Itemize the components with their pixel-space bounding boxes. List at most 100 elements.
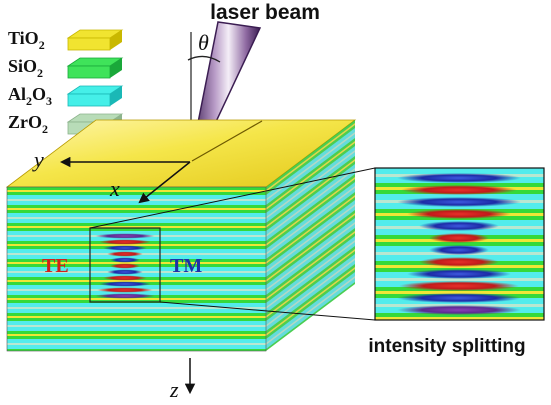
inset-connector-bottom: [159, 301, 376, 321]
tm-label: TM: [170, 255, 202, 277]
inset-connector-top: [89, 167, 376, 229]
front-layer-stripe: [7, 309, 266, 314]
inset-intensity-ellipse: [397, 293, 521, 303]
right-layer-stripe: [266, 215, 355, 286]
angle-theta-label: θ: [198, 30, 209, 55]
mode-intensity-ellipse: [107, 251, 143, 257]
front-layer-stripe: [7, 255, 266, 260]
front-layer-stripe: [7, 291, 266, 296]
right-layer-stripe: [266, 233, 355, 304]
right-layer-stripe: [266, 276, 355, 346]
right-layer-stripe: [266, 141, 355, 211]
mode-ellipses: [95, 233, 155, 299]
front-layer-stripe: [7, 195, 266, 200]
front-layer-stripe: [7, 201, 266, 206]
mode-region-box: [89, 227, 161, 303]
inset-intensity-ellipse: [401, 185, 517, 195]
axes-group: y x z: [32, 147, 196, 402]
x-axis-label: x: [109, 176, 120, 201]
right-layer-stripe: [266, 159, 355, 229]
front-layer-stripe: [7, 339, 266, 344]
legend-swatch-side: [110, 86, 122, 106]
right-layer-stripe: [266, 128, 355, 200]
right-layer-stripe: [266, 125, 355, 196]
right-layer-stripe: [266, 132, 355, 202]
front-layer-stripe: [7, 210, 266, 214]
inset-caption: intensity splitting: [368, 336, 525, 357]
front-layer-stripe: [7, 280, 266, 283]
right-layer-stripe: [266, 120, 355, 191]
mode-intensity-ellipse: [99, 239, 151, 245]
right-layer-stripe: [266, 272, 355, 344]
mode-intensity-ellipse: [95, 293, 155, 299]
inset-layer-stripe: [375, 291, 544, 295]
right-layer-stripe: [266, 236, 355, 308]
right-layer-stripe: [266, 258, 355, 328]
legend-swatch-front: [67, 65, 111, 79]
right-layer-stripe: [266, 269, 355, 340]
legend-item: SiO2: [8, 56, 124, 80]
inset-intensity-ellipse: [407, 209, 511, 219]
front-layer-stripe: [7, 192, 266, 196]
front-layer-stripe: [7, 316, 266, 319]
front-layer-stripe: [7, 228, 266, 232]
inset-frame: [374, 167, 545, 321]
right-layer-stripe: [266, 282, 355, 351]
inset-intensity-ellipse: [419, 257, 499, 267]
right-layer-stripe: [266, 267, 355, 337]
right-layer-stripe: [266, 170, 355, 242]
legend-label: TiO2: [8, 28, 45, 52]
right-layer-stripe: [266, 254, 355, 326]
front-layer-stripe: [7, 219, 266, 224]
inset-intensity-ellipses: [397, 173, 521, 315]
right-layer-stripe: [266, 138, 355, 209]
legend-label: Al2O3: [8, 84, 52, 108]
front-layer-stripe: [7, 349, 266, 351]
right-layer-stripe: [266, 260, 355, 332]
mode-intensity-ellipse: [110, 257, 140, 263]
front-layer-stripe: [7, 190, 266, 193]
right-layer-stripe: [266, 123, 355, 193]
legend-label: ZrO2: [8, 112, 48, 136]
front-layer-stripe: [7, 331, 266, 335]
right-layer-stripe: [266, 264, 355, 335]
front-layer-stripe: [7, 354, 266, 357]
right-layer-stripe: [266, 213, 355, 283]
front-layer-stripe: [7, 223, 266, 227]
mode-intensity-ellipse: [110, 263, 140, 269]
right-face-shade: [266, 120, 355, 351]
inset-intensity-ellipse: [397, 305, 521, 315]
front-layer-stripe: [7, 352, 266, 354]
right-layer-stripe: [266, 218, 355, 290]
inset-layer-stripe: [375, 317, 544, 320]
right-layer-stripe: [266, 246, 355, 317]
right-layer-stripe: [266, 197, 355, 268]
legend-label: SiO2: [8, 56, 43, 80]
right-layer-stripe: [266, 240, 355, 310]
inset-layer-stripe: [375, 229, 544, 236]
front-layer-stripe: [7, 336, 266, 340]
right-layer-stripe: [266, 195, 355, 265]
inset-layer-stripe: [375, 242, 544, 247]
angle-arc: [187, 55, 221, 63]
right-layer-stripe: [266, 249, 355, 319]
front-layer-stripe: [7, 273, 266, 278]
right-layer-stripe: [266, 152, 355, 224]
front-layer-stripe: [7, 345, 266, 350]
front-layer-stripe: [7, 213, 266, 218]
legend-item: TiO2: [8, 28, 124, 52]
front-layer-stripe: [7, 325, 266, 328]
inset-intensity-ellipse: [397, 197, 521, 207]
front-layer-stripe: [7, 231, 266, 236]
legend-swatch-side: [110, 58, 122, 78]
right-layer-stripe: [266, 204, 355, 274]
inset-intensity-ellipse: [399, 281, 519, 291]
front-layer-stripe: [7, 285, 266, 290]
front-layer-stripe: [7, 237, 266, 242]
front-layer-stripe: [7, 303, 266, 308]
te-label: TE: [42, 255, 69, 277]
front-layer-stripe: [7, 267, 266, 272]
x-axis-arrow: [138, 161, 191, 204]
right-layer-stripe: [266, 206, 355, 278]
legend-swatch-side: [110, 30, 122, 50]
